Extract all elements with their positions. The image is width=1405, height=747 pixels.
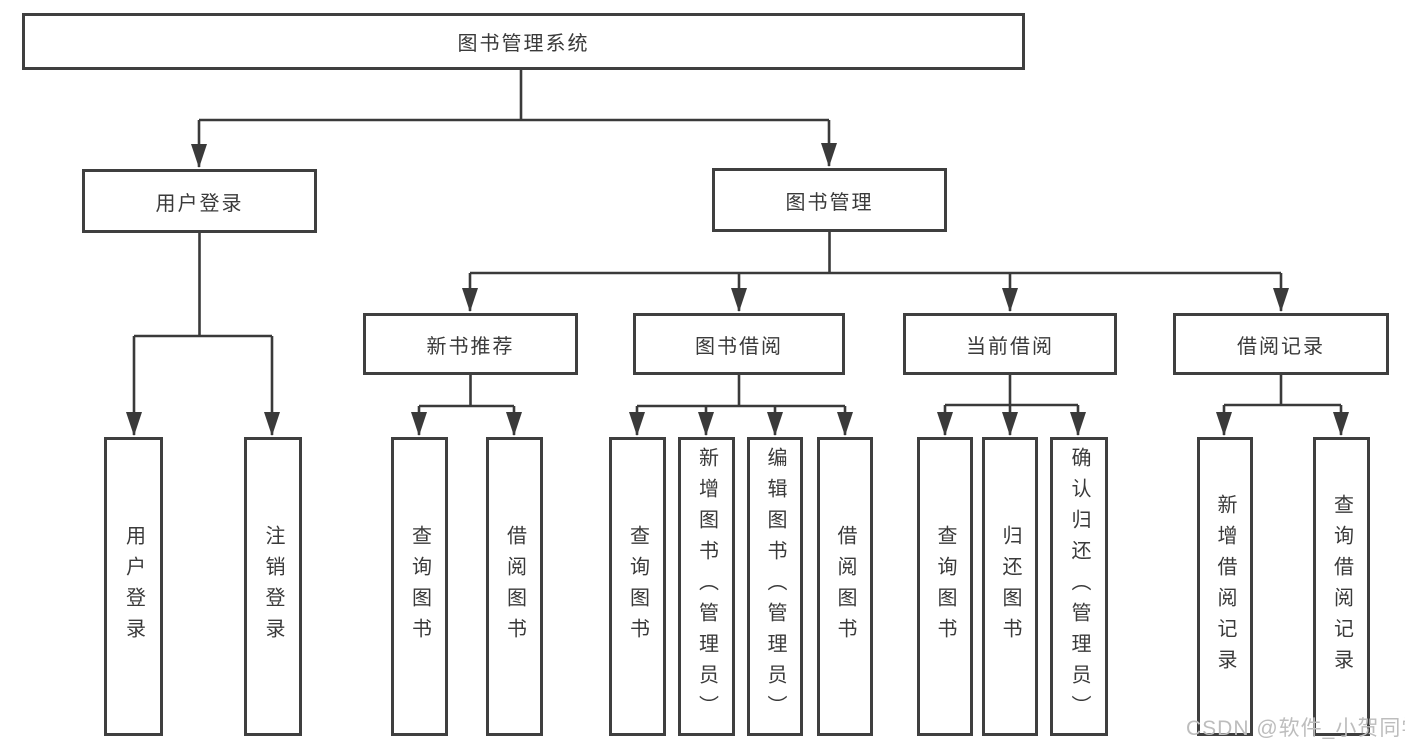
node-current-borrowing: 当前借阅: [903, 313, 1117, 375]
node-label: 借阅图书: [834, 524, 856, 649]
node-label: 新增图书（管理员）: [695, 447, 718, 726]
node-label: 查询图书: [626, 524, 649, 649]
node-label: 查询借阅记录: [1330, 493, 1353, 680]
node-label: 确认归还（管理员）: [1068, 447, 1090, 726]
leaf-query-books-recommend: 查询图书: [391, 437, 448, 736]
node-borrow-records: 借阅记录: [1173, 313, 1389, 375]
leaf-logout: 注销登录: [244, 437, 302, 736]
leaf-add-borrow-record: 新增借阅记录: [1197, 437, 1253, 736]
node-label: 新增借阅记录: [1214, 493, 1236, 680]
node-label: 查询图书: [934, 524, 956, 649]
csdn-watermark: CSDN @软件_小贺同学: [1186, 717, 1405, 740]
node-label: 用户登录: [155, 192, 244, 215]
node-label: 借阅图书: [503, 524, 526, 649]
leaf-user-login: 用户登录: [104, 437, 163, 736]
node-user-login: 用户登录: [82, 169, 317, 233]
node-book-borrowing: 图书借阅: [633, 313, 845, 375]
node-new-book-recommend: 新书推荐: [363, 313, 578, 375]
leaf-edit-books-admin: 编辑图书（管理员）: [747, 437, 803, 736]
node-label: 用户登录: [122, 524, 145, 649]
node-book-management: 图书管理: [712, 168, 947, 232]
node-label: 图书管理: [785, 191, 874, 214]
node-label: 新书推荐: [426, 335, 515, 358]
leaf-add-books-admin: 新增图书（管理员）: [678, 437, 735, 736]
leaf-return-books: 归还图书: [982, 437, 1038, 736]
leaf-confirm-return-admin: 确认归还（管理员）: [1050, 437, 1108, 736]
node-label: 注销登录: [262, 524, 284, 649]
node-book-management-system: 图书管理系统: [22, 13, 1025, 70]
leaf-query-books-current: 查询图书: [917, 437, 973, 736]
node-label: 借阅记录: [1237, 335, 1325, 358]
node-label: 图书管理系统: [457, 33, 590, 55]
node-label: 图书借阅: [695, 335, 783, 358]
node-label: 查询图书: [408, 524, 431, 649]
leaf-borrow-books-recommend: 借阅图书: [486, 437, 543, 736]
leaf-borrow-books: 借阅图书: [817, 437, 873, 736]
leaf-query-borrow-record: 查询借阅记录: [1313, 437, 1370, 736]
node-label: 当前借阅: [966, 335, 1054, 358]
leaf-query-books-borrowing: 查询图书: [609, 437, 666, 736]
node-label: 编辑图书（管理员）: [764, 447, 786, 726]
node-label: 归还图书: [999, 524, 1021, 649]
